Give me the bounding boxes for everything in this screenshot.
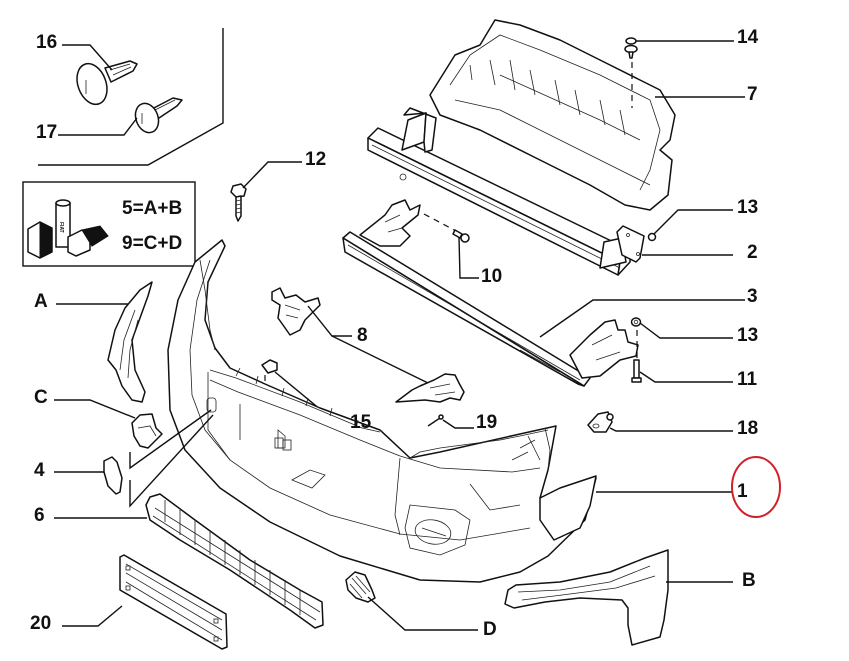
parts-kit-icon: FIAT — [27, 199, 109, 259]
bumper-end-cap-right — [539, 475, 597, 541]
callout-20: 20 — [30, 613, 51, 634]
clip-14-icon — [624, 37, 638, 59]
front-panel-7 — [429, 19, 676, 211]
callout-13-upper: 13 — [737, 197, 758, 218]
callout-16: 16 — [36, 32, 57, 53]
sensor-18-icon — [587, 411, 614, 433]
callout-6: 6 — [34, 505, 45, 526]
callout-1: 1 — [737, 481, 748, 502]
callout-18: 18 — [737, 418, 758, 439]
callout-7: 7 — [747, 84, 758, 105]
molding-A-icon — [107, 281, 153, 403]
callout-11: 11 — [737, 369, 758, 390]
reinforcement-beam-2 — [367, 107, 645, 276]
screw-12-icon — [230, 183, 247, 222]
highlight-circle — [731, 456, 781, 518]
clip-17-icon — [134, 97, 183, 134]
callout-10: 10 — [481, 266, 502, 287]
nut-13-lower-icon — [630, 317, 642, 327]
bracket-8-left-icon — [271, 287, 321, 336]
callout-12: 12 — [305, 149, 326, 170]
inset-frame — [38, 28, 224, 166]
callout-15: 15 — [350, 412, 372, 433]
callout-17: 17 — [36, 122, 57, 143]
legend-line-2: 9=C+D — [122, 233, 182, 254]
callout-A: A — [34, 291, 48, 312]
callout-B: B — [742, 570, 756, 591]
cover-D-icon — [345, 571, 376, 603]
front-bumper-1 — [167, 239, 597, 583]
lower-beam-3 — [342, 199, 639, 387]
callout-14: 14 — [737, 27, 759, 48]
bolt-11-icon — [631, 359, 642, 383]
cover-C-icon — [131, 413, 163, 449]
callout-19: 19 — [476, 412, 497, 433]
legend-box: FIAT 5=A+B 9=C+D — [22, 181, 196, 267]
legend-line-1: 5=A+B — [122, 198, 182, 219]
callout-C: C — [34, 387, 48, 408]
kit-label-can: FIAT — [58, 222, 64, 233]
plate-holder-20 — [119, 554, 228, 650]
callout-13-lower: 13 — [737, 325, 758, 346]
molding-B-icon — [504, 549, 669, 646]
lower-grille-6 — [145, 493, 324, 629]
bolt-10-icon — [452, 229, 470, 243]
callout-4: 4 — [34, 460, 45, 481]
nut-13-icon — [647, 232, 657, 242]
callout-3: 3 — [747, 286, 758, 307]
clip-16-icon — [76, 60, 138, 106]
bracket-8-right-icon — [395, 373, 465, 403]
callout-8: 8 — [357, 325, 368, 346]
rivet-19-icon — [427, 414, 444, 427]
tow-cap-4-icon — [103, 456, 123, 495]
callout-2: 2 — [747, 242, 758, 263]
callout-D: D — [483, 619, 497, 640]
